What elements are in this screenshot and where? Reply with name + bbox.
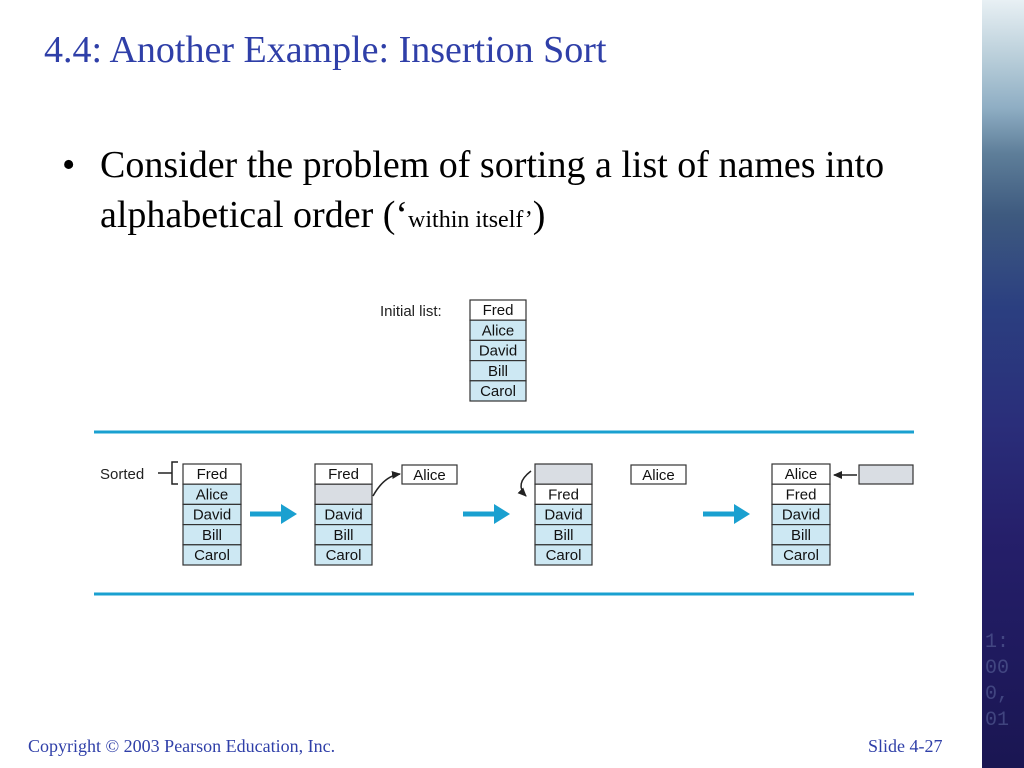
initial-cell-label-2: Alice: [482, 322, 515, 339]
transition-arrows: [250, 504, 750, 524]
slide-title: 4.4: Another Example: Insertion Sort: [44, 29, 607, 71]
stage-2-cell-label-5: Carol: [326, 547, 362, 564]
stage-1-cell-label-1: Fred: [197, 466, 228, 483]
stage-1-cell-5: [182, 544, 242, 566]
stage-2-cell-5: [314, 544, 373, 566]
stage-2-pivot-label: Alice: [413, 467, 446, 484]
sorted-bracket-icon: [158, 461, 178, 485]
initial-cell-label-1: Fred: [483, 302, 514, 319]
stage-3-cell-label-2: Fred: [548, 486, 579, 503]
bullet-marker: •: [62, 144, 76, 186]
stage-3-cell-label-3: David: [544, 507, 582, 524]
stage-3-cell-label-5: Carol: [546, 547, 582, 564]
transition-arrow-icon-3: [734, 504, 750, 524]
bullet-item: Consider the problem of sorting a list o…: [100, 140, 980, 245]
stage-3-pivot-label: Alice: [642, 467, 675, 484]
footer-slide-number: Slide 4-27: [868, 736, 943, 756]
stage-4-cell-label-3: David: [782, 507, 820, 524]
shift-down-arrow-icon: [517, 470, 532, 497]
bullet-close-text: ): [532, 194, 546, 236]
decorative-sidebar-image: [982, 0, 1024, 768]
transition-arrow-icon-2: [494, 504, 510, 524]
stage-2-cell-label-3: David: [324, 507, 362, 524]
initial-list-label: Initial list:: [380, 303, 442, 320]
stage-3-cell-1: [534, 463, 593, 485]
stage-1-cell-label-5: Carol: [194, 547, 230, 564]
stage-1-cell-label-3: David: [193, 507, 231, 524]
stage-2-cell-label-1: Fred: [328, 466, 359, 483]
stage-4-cell-label-5: Carol: [783, 547, 819, 564]
stage-2-cell-label-4: Bill: [333, 527, 353, 544]
initial-cell-label-3: David: [479, 343, 517, 360]
bullet-aside-text: within itself’: [408, 207, 533, 233]
initial-cell-label-4: Bill: [488, 363, 508, 380]
footer-copyright: Copyright © 2003 Pearson Education, Inc.: [28, 736, 336, 756]
stage-3-cell-5: [534, 544, 593, 566]
stage-1-cell-label-2: Alice: [196, 486, 229, 503]
transition-arrow-icon-1: [281, 504, 297, 524]
stage-4-empty-slot: [858, 464, 914, 485]
stage-4-cell-label-4: Bill: [791, 527, 811, 544]
stage-4-cell-5: [771, 544, 831, 566]
lift-out-arrow-icon: [372, 471, 401, 497]
stage-2-pivot-box: [401, 464, 458, 485]
stage-4-cell-label-2: Fred: [786, 486, 817, 503]
initial-cell-5: [469, 380, 527, 402]
stage-2-cell-2: [314, 483, 373, 506]
stage-4-cell-label-1: Alice: [785, 466, 818, 483]
initial-cell-label-5: Carol: [480, 383, 516, 400]
stage-1-cell-label-4: Bill: [202, 527, 222, 544]
stage-3-cell-label-4: Bill: [553, 527, 573, 544]
bullet-main-text: Consider the problem of sorting a list o…: [100, 144, 885, 236]
sorted-label: Sorted: [100, 466, 144, 483]
stage-3-pivot-box: [630, 464, 687, 485]
